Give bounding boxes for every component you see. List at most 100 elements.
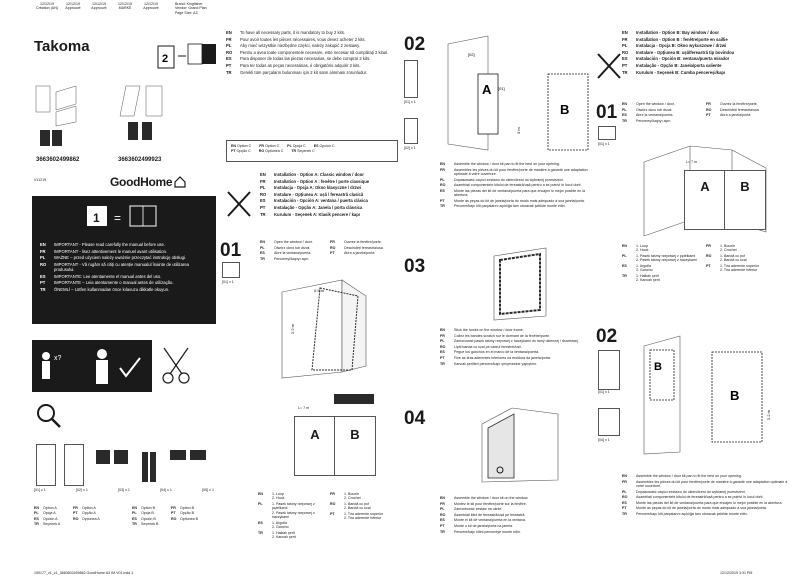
dimension-label: 3 m [516,127,521,134]
lang-code: RO [226,49,233,55]
kit-option: TR Seçenek C [291,149,315,154]
lang-text: Gerekli tüm parçaların bulunması için 2 … [240,69,368,75]
lang-text: Kurulum - Seçenek B: Cumba pencereşi/kap… [636,69,726,75]
lang-text: WAŻNE – przed użyciem należy uważnie prz… [54,255,187,261]
lang-text: Pour avoir toutes les pièces nécessaires… [240,36,366,42]
dimension-label: 2.2 m [290,323,295,334]
lang-code: EN [440,328,445,332]
scissors-icon [162,347,190,384]
lang-code: PL [440,177,445,182]
lang-code: EN [260,172,266,177]
lang-text: IMPORTANT - lisez attentivement le manue… [54,248,168,254]
lang-text: Instalación - Opción B: ventana/puerta m… [636,56,730,62]
lang-code: TR [40,286,46,292]
page-title: Takoma [34,38,90,55]
lang-code: FR [440,333,445,338]
lang-text: IMPORTANTE – Leia atentamente o manual a… [54,280,174,286]
lang-code: FR [40,248,46,254]
footer-date: 12/12/2019 3:31 PM [720,571,753,575]
ab-kit-illustration: L= 7 m A B [294,392,378,478]
part-label: [01] x 1 [34,488,46,492]
lang-code: PT [706,113,711,118]
window-kit-sketch-icon [119,85,163,140]
skill-box: x? [32,340,152,392]
lang-text: Abra a janela/porta [344,251,375,256]
lang-text: Instalare - Opțiunea B: ușă/fereastră ti… [636,49,735,55]
lang-text: Monte las piezas del kit de ventana/puer… [636,500,783,505]
lang-code: EN [622,30,628,35]
lang-code: PL [440,507,445,512]
svg-text:B: B [654,361,662,373]
step-02b-part-label: [01] x 1 [598,390,610,394]
lang-text: Asamblați componentele kitului de fereas… [454,183,582,188]
length-label: L= 7 m [298,406,310,410]
lang-text: Assemble the window / door kit pan to fi… [454,162,560,166]
kit-option: ES Opción C [313,144,335,148]
door-frame-illustration: 0.9 m 2.2 m [281,279,367,379]
lang-code: TR [440,529,445,534]
lang-code: PT [440,355,445,360]
lang-code: RO [330,245,336,250]
lang-code: RO [330,502,336,506]
lang-text: Open the window / door. [636,102,675,106]
lang-text: To have all necessary parts, it is manda… [240,30,345,35]
kit-option: FR Option C [259,144,280,148]
lang-code: ES [622,264,627,268]
lang-text: Collez les bandes scratch sur le dormant… [454,333,551,338]
footer-file: 190177_v1_v1_3660602499862 GoodHome A3 I… [34,571,134,575]
step-01-part-label: [01] x 1 [222,280,234,284]
two-kits-icon: 2 [157,43,216,69]
step-02b-part-b [598,408,620,436]
part-02-panel [64,444,84,486]
lang-row: RO Asamblați componentele kitului de fere… [440,183,600,187]
lang-code: PT [226,62,232,68]
ean-code-2: 3663602499923 [118,157,162,163]
lang-code: ES [260,251,265,256]
lang-code: EN [622,474,627,478]
lang-text: Instalare - Opțiunea A: ușă / fereastră … [274,191,364,197]
svg-text:2: 2 [162,53,168,65]
step-02-part-label: [02] x 1 [404,146,416,150]
lang-code: FR [440,501,445,506]
window-kit-sketch-icon [35,85,77,146]
lang-code: RO [440,183,446,188]
lang-code: FR [330,240,335,244]
lang-text: Asamblați kitul de fereastră/ușă pe fere… [454,512,526,517]
lang-text: Open the window / door. [274,240,313,244]
part-label: [02] x 1 [76,488,88,492]
